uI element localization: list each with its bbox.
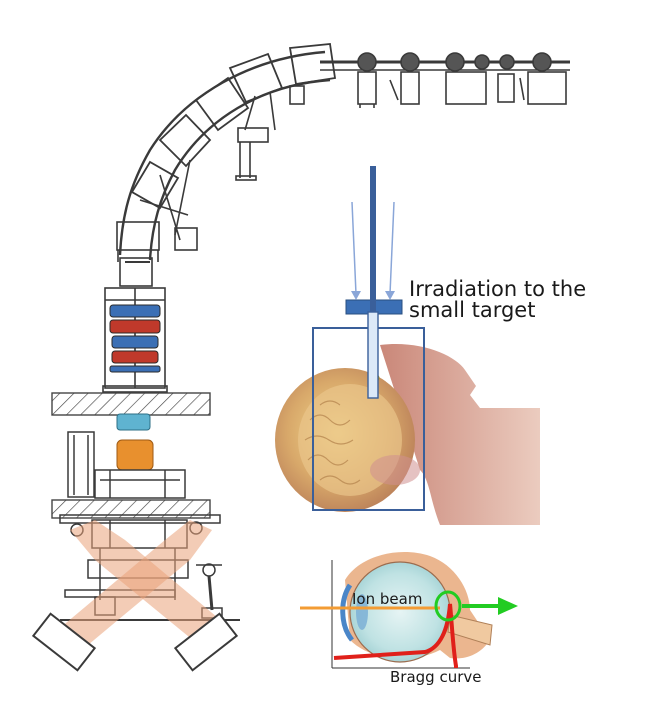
- detector-panel-right: [173, 612, 239, 672]
- pencil-beam: [351, 166, 395, 399]
- bragg-curve-label: Bragg curve: [390, 668, 482, 686]
- tumor-marker: [434, 590, 462, 622]
- irradiation-label-line2: small target: [409, 298, 536, 322]
- green-arrow-head: [498, 597, 518, 615]
- floor-slab: [51, 392, 211, 519]
- irradiation-nozzle: [116, 439, 154, 471]
- beam-cones: [60, 520, 230, 650]
- beam-monitor: [116, 413, 151, 431]
- gantry-structure: [102, 43, 570, 393]
- irradiation-label-line1: Irradiation to the: [409, 277, 587, 301]
- head-illustration: [275, 344, 540, 525]
- detector-panel-left: [31, 612, 97, 672]
- bragg-curve: [333, 603, 458, 668]
- ion-beam-label: Ion beam: [352, 590, 423, 608]
- beamline-top: [320, 52, 570, 108]
- column-magnets: [109, 304, 161, 373]
- bragg-axes: [331, 560, 470, 669]
